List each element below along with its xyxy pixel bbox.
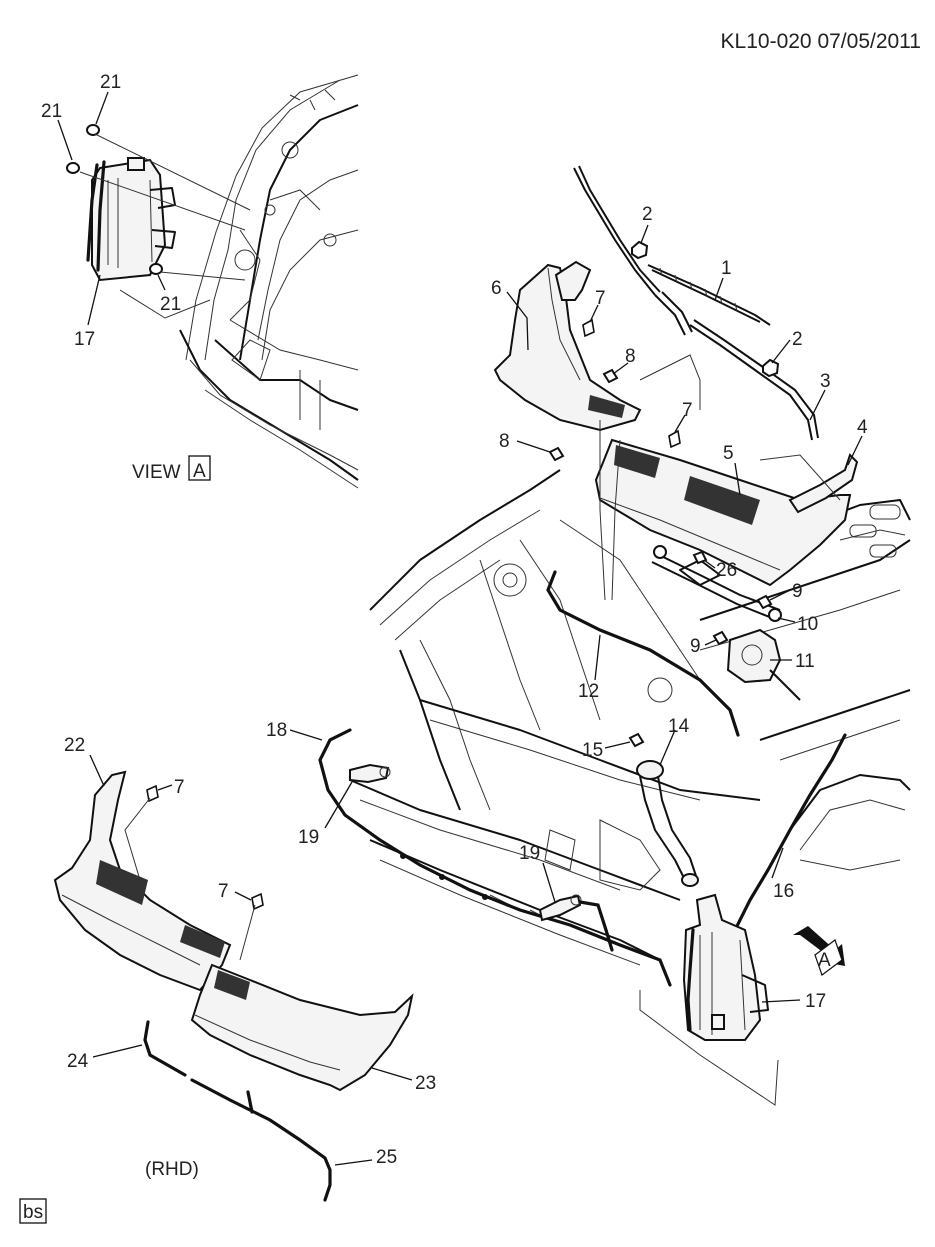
diagram-code: KL10-020 07/05/2011 (721, 30, 921, 53)
washer-hose-18 (318, 728, 672, 987)
callout-26: 26 (716, 560, 737, 581)
view-letter-box (188, 455, 211, 481)
callout-9-a: 9 (792, 581, 803, 602)
corner-badge: bs (23, 1202, 43, 1223)
clip-7-c (146, 784, 159, 803)
nut-2-a (631, 240, 649, 260)
wiper-blade-1 (647, 264, 771, 326)
callout-22: 22 (64, 735, 85, 756)
clip-7-a (582, 318, 595, 338)
arrow-letter: A (818, 950, 831, 971)
wiper-arm-left (654, 291, 693, 336)
view-letter: A (193, 461, 206, 482)
callout-2-a: 2 (642, 204, 653, 225)
nut-2-b (762, 358, 780, 378)
callout-21-b: 21 (100, 72, 121, 93)
bolt-9-a (756, 594, 773, 610)
washer-hose-16 (726, 733, 847, 962)
corner-badge-box (19, 1198, 47, 1224)
seal-4 (788, 453, 859, 514)
rhd-label: (RHD) (145, 1159, 199, 1180)
washer-nozzle-19-a (349, 763, 391, 784)
callout-18: 18 (266, 720, 287, 741)
cowl-panel-5 (594, 438, 852, 587)
callout-24: 24 (67, 1051, 89, 1072)
callout-19-b: 19 (519, 843, 540, 864)
callout-3: 3 (820, 371, 831, 392)
washer-hose-12 (546, 570, 740, 737)
callout-19-a: 19 (298, 827, 319, 848)
clip-7-d (251, 892, 264, 911)
cowl-panel-22 (53, 770, 232, 992)
nut-21-c (149, 263, 163, 275)
callout-15: 15 (582, 740, 603, 761)
callout-9-b: 9 (690, 636, 701, 657)
view-a-arrow: A (793, 926, 845, 976)
callout-6: 6 (491, 278, 502, 299)
nut-21-a (66, 162, 80, 174)
view-a-inset: 21 21 21 17 VIEW A (41, 72, 359, 489)
callout-17-a: 17 (74, 329, 95, 350)
washer-nozzle-19-b (538, 894, 614, 952)
bolt-15 (628, 732, 645, 748)
washer-reservoir-17 (682, 893, 769, 1041)
bolt-26 (692, 550, 708, 565)
callout-8-a: 8 (625, 346, 636, 367)
callout-16: 16 (773, 881, 794, 902)
callout-8-b: 8 (499, 431, 510, 452)
callout-4: 4 (857, 417, 868, 438)
clip-7-b (668, 429, 681, 449)
callout-25: 25 (376, 1147, 397, 1168)
wiper-blade-left (573, 165, 661, 296)
callout-21-a: 21 (41, 101, 62, 122)
nut-8-b (548, 446, 565, 462)
rhd-assembly: 22 7 7 24 23 25 (RHD) (53, 735, 436, 1202)
view-label: VIEW (132, 462, 181, 483)
wiper-arm-3 (689, 319, 819, 441)
bolt-9-b (712, 630, 729, 646)
callout-12: 12 (578, 681, 599, 702)
callout-10: 10 (797, 614, 818, 635)
callout-7-a: 7 (595, 288, 606, 309)
callout-7-d: 7 (218, 881, 229, 902)
callout-1: 1 (721, 258, 732, 279)
filler-pipe-14 (636, 760, 699, 887)
nut-21-b (86, 124, 100, 136)
callout-23: 23 (415, 1073, 436, 1094)
wiper-motor-11 (726, 628, 801, 701)
wiper-transmission-10 (651, 545, 782, 622)
callout-5: 5 (723, 443, 734, 464)
callout-11: 11 (795, 651, 815, 672)
cowl-panel-23 (190, 963, 414, 1092)
washer-reservoir-inset (86, 157, 176, 282)
callout-7-c: 7 (174, 777, 185, 798)
cowl-panel-6 (493, 260, 642, 432)
callout-14: 14 (668, 716, 690, 737)
callout-17-b: 17 (805, 991, 826, 1012)
main-assembly: A 1 2 2 3 4 5 6 7 7 8 8 9 9 10 11 12 14 … (266, 165, 911, 1106)
callout-2-b: 2 (792, 329, 803, 350)
washer-hose-24-25 (143, 1020, 332, 1202)
callout-7-b: 7 (682, 400, 693, 421)
callout-21-c: 21 (160, 294, 181, 315)
